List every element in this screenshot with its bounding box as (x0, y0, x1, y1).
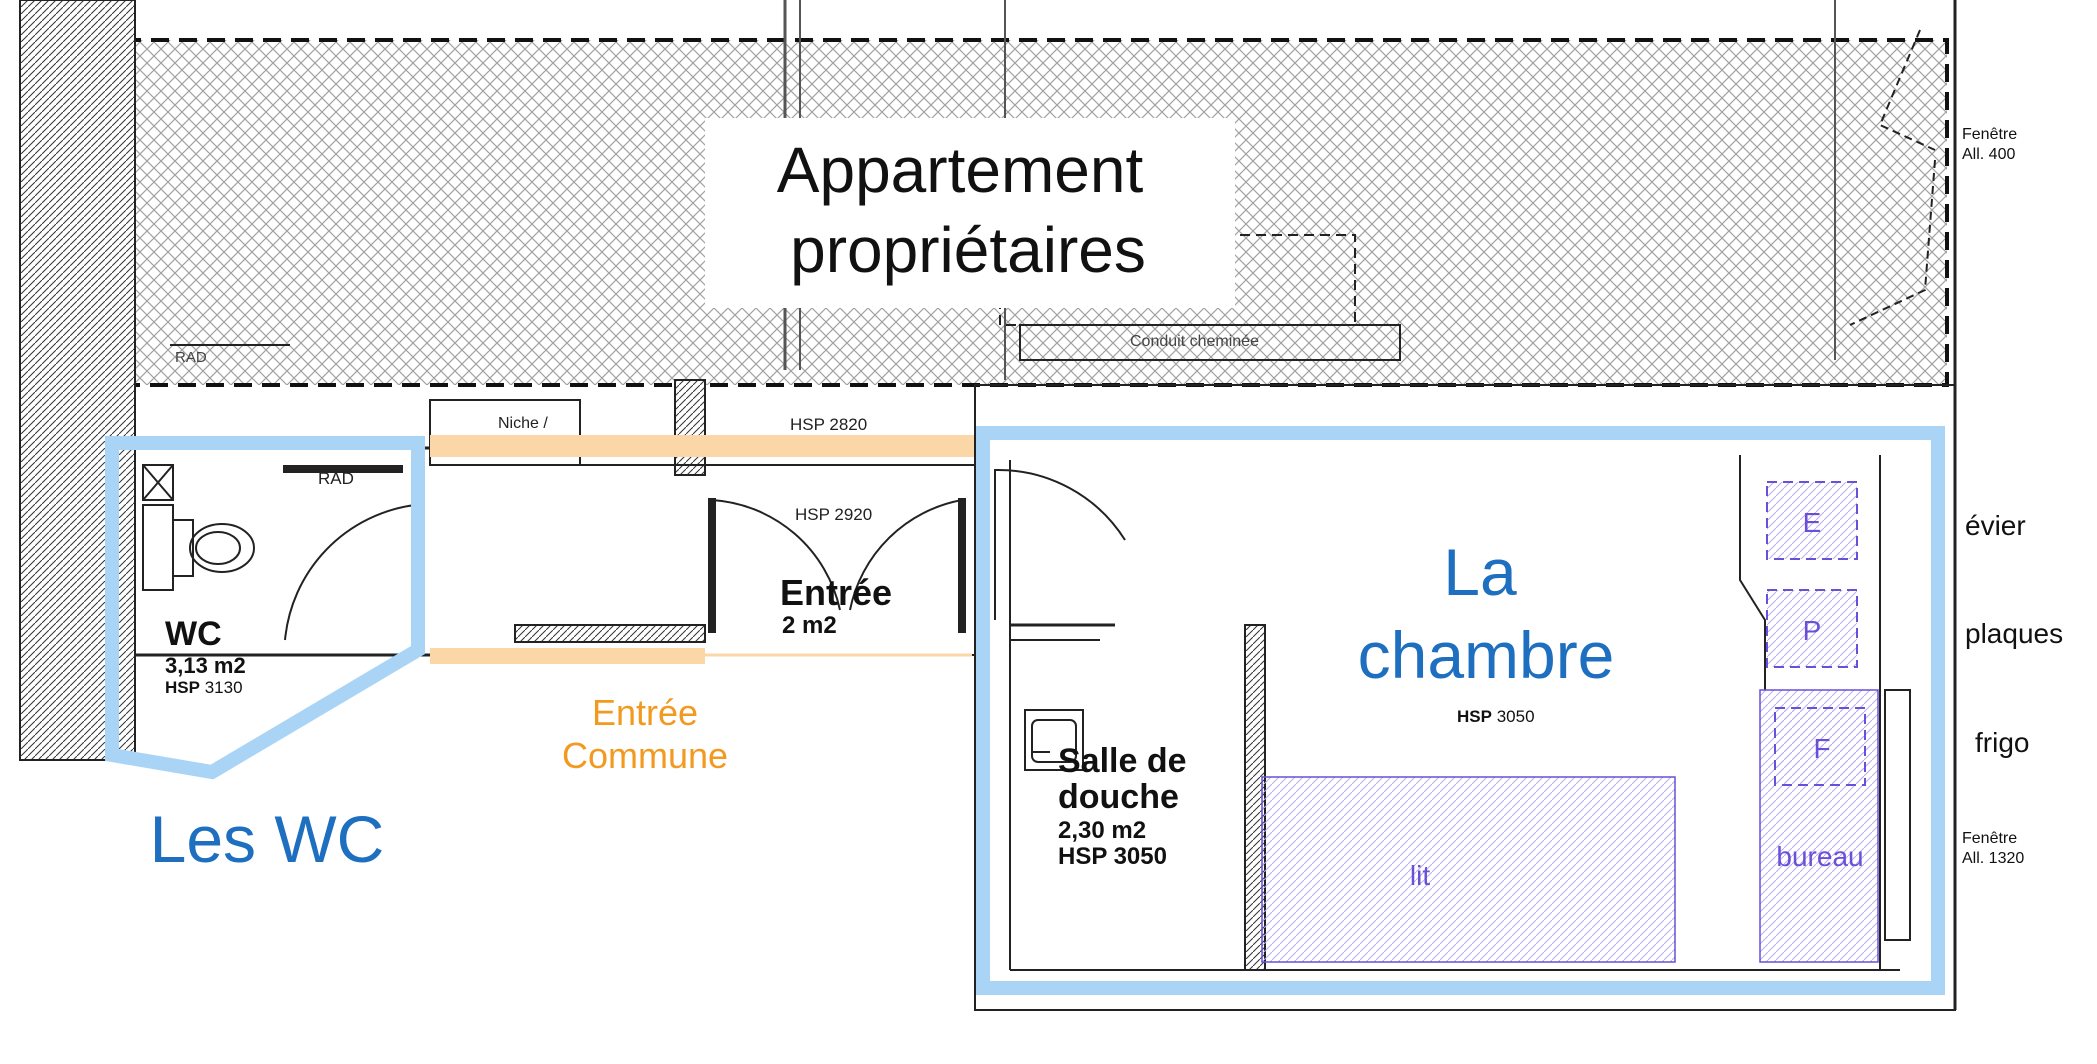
hsp-2920-label: HSP 2920 (795, 505, 872, 524)
sink-box (1766, 481, 1858, 560)
sdb-hsp: HSP 3050 (1058, 843, 1167, 870)
chambre-hsp: HSP 3050 (1457, 707, 1535, 726)
fenetre-bottom-line2: All. 1320 (1962, 850, 2024, 867)
chambre-zone-outline (976, 426, 1945, 995)
entree-commune-line1: Entrée (592, 692, 698, 733)
evier-code: E (1803, 507, 1822, 538)
chambre-title-line2: chambre (1358, 618, 1615, 692)
sdb-area: 2,30 m2 (1058, 817, 1146, 844)
rad-label-wc: RAD (318, 469, 354, 488)
fenetre-bottom-line1: Fenêtre (1962, 830, 2017, 847)
bureau-label: bureau (1776, 841, 1863, 872)
wc-hsp-label: HSP (165, 678, 200, 697)
hsp-2820-label: HSP 2820 (790, 415, 867, 434)
fenetre-top-line2: All. 400 (1962, 146, 2015, 163)
frigo-code: F (1813, 733, 1830, 764)
fenetre-top-line1: Fenêtre (1962, 126, 2017, 143)
chambre-walls (974, 384, 1956, 1011)
corridor-band-top (430, 435, 975, 457)
sdb-name-line1: Salle de (1058, 742, 1187, 780)
wc-room-area: 3,13 m2 (165, 653, 246, 678)
plaques-side-label: plaques (1965, 618, 2063, 649)
entree-room-name: Entrée (780, 572, 892, 613)
fridge-box (1774, 707, 1866, 786)
entree-room-area: 2 m2 (782, 612, 837, 639)
wc-room-hsp: HSP 3130 (165, 678, 243, 697)
conduit-label: Conduit cheminée (1130, 333, 1259, 350)
bed (1261, 776, 1676, 963)
corridor-band-bottom (430, 648, 705, 664)
chambre-hsp-value: 3050 (1497, 707, 1535, 726)
les-wc-title: Les WC (150, 802, 385, 876)
wc-hsp-value: 3130 (205, 678, 243, 697)
wc-room-name: WC (165, 615, 222, 653)
entree-commune-line2: Commune (562, 735, 728, 776)
rad-label-upper: RAD (175, 349, 207, 366)
hob-box (1766, 589, 1858, 668)
appartement-title-box (705, 118, 1235, 308)
appartement-title-line2: propriétaires (790, 214, 1146, 286)
niche-label: Niche / (498, 415, 548, 432)
plaques-code: P (1803, 615, 1822, 646)
chambre-title-line1: La (1443, 535, 1517, 609)
evier-side-label: évier (1965, 510, 2026, 541)
sdb-name-line2: douche (1058, 778, 1179, 816)
frigo-side-label: frigo (1975, 727, 2029, 758)
chambre-hsp-label: HSP (1457, 707, 1492, 726)
lit-label: lit (1410, 860, 1430, 891)
appartement-title-line1: Appartement (777, 134, 1144, 206)
wc-zone-outline (105, 436, 425, 780)
